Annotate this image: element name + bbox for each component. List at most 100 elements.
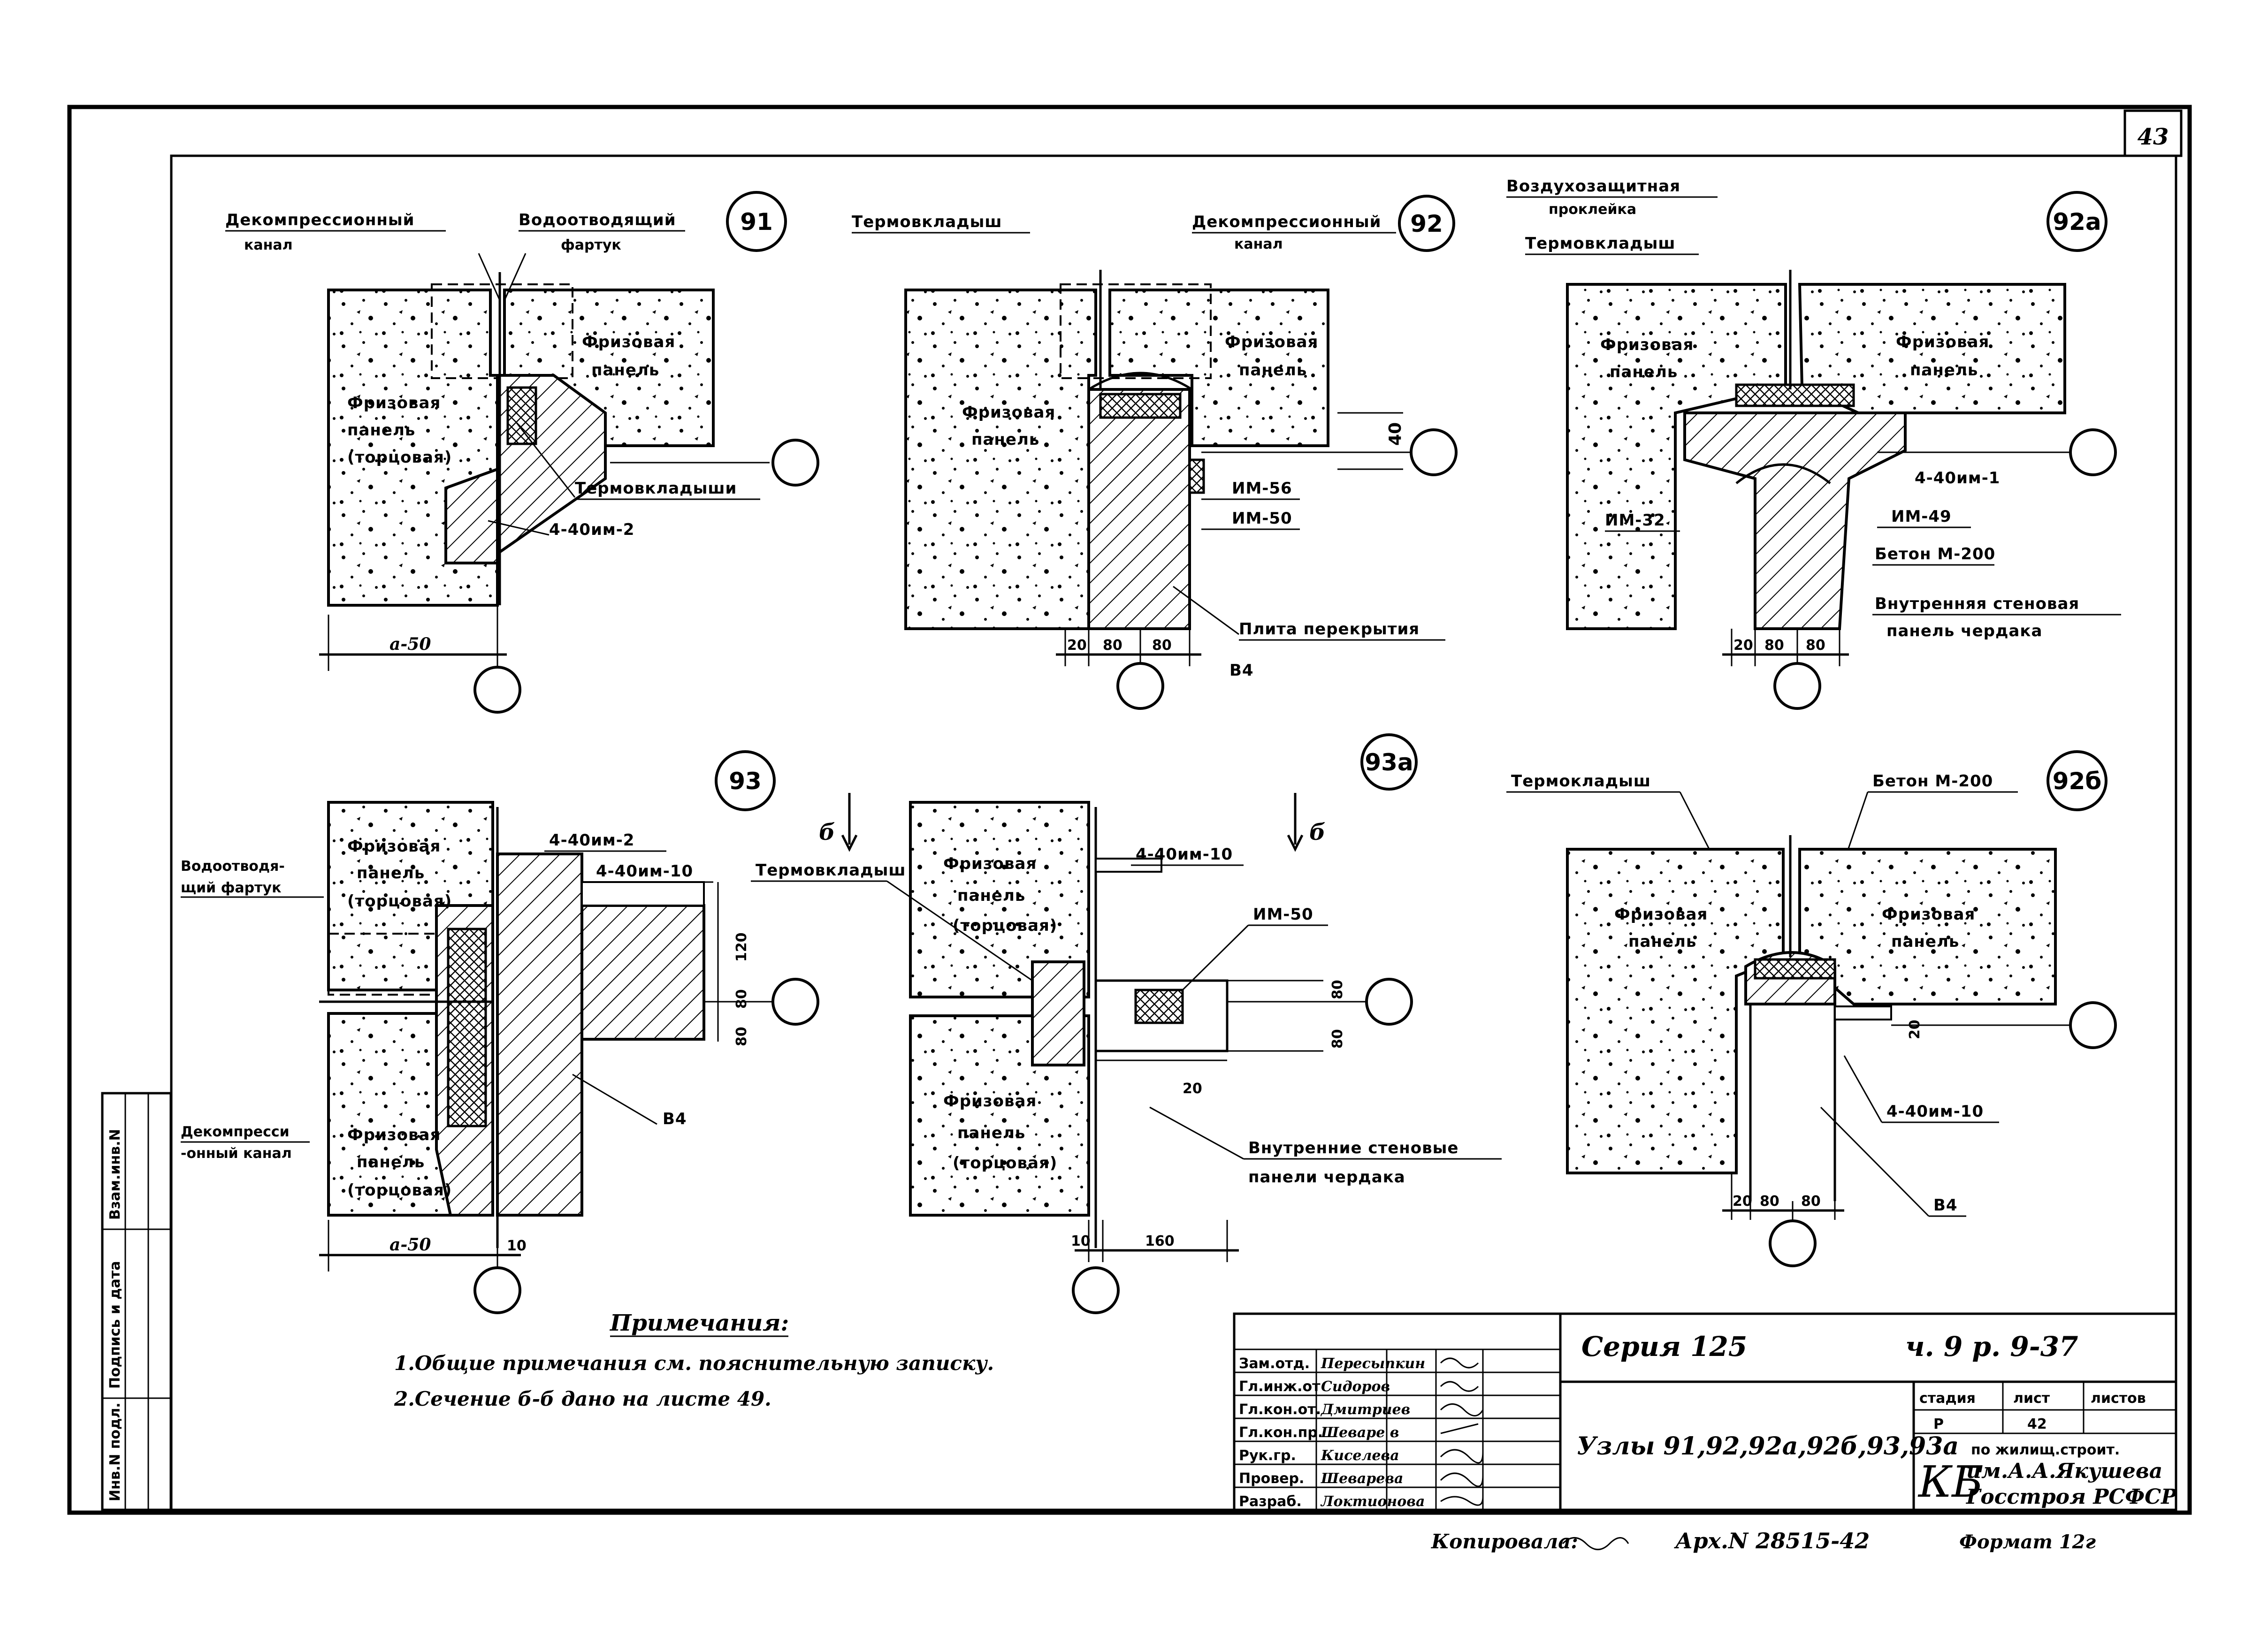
label-thermal-insert: Термовкладыш bbox=[852, 213, 1002, 231]
label-frieze-l: Фризовая bbox=[1600, 335, 1694, 354]
outer-frame bbox=[67, 105, 2192, 1515]
node-tag: 93а bbox=[1365, 749, 1413, 776]
tb-name-5: Киселева bbox=[1321, 1447, 1399, 1464]
callout-circle bbox=[1365, 978, 1413, 1026]
label-inner-wall: Внутренняя стеновая bbox=[1875, 594, 2079, 613]
dim-20-right: 20 bbox=[1907, 1020, 1923, 1039]
callout-circle bbox=[1769, 1219, 1817, 1267]
label-decompression: Декомпрессионный bbox=[1192, 213, 1382, 231]
tb-role-3: Гл.кон.от. bbox=[1239, 1401, 1321, 1418]
label-air-protective: Воздухозащитная bbox=[1506, 177, 1680, 196]
frieze-panel-left bbox=[904, 289, 1097, 630]
signature-6 bbox=[1440, 1472, 1484, 1487]
archive-number: Арх.N 28515-42 bbox=[1674, 1528, 1870, 1553]
label-frieze-r: Фризовая bbox=[1225, 333, 1318, 351]
dim-80a: 80 bbox=[1760, 1193, 1779, 1210]
node-tag-circle bbox=[1398, 195, 1455, 252]
callout-circle bbox=[1773, 662, 1821, 710]
sheet-footer: Копировала: Арх.N 28515-42 Формат 12г bbox=[1431, 1528, 2096, 1553]
label-gluing: проклейка bbox=[1549, 201, 1636, 218]
dim-80a: 80 bbox=[1764, 637, 1784, 654]
dim-80: 80 bbox=[733, 989, 750, 1009]
dim-a-50: а-50 bbox=[389, 634, 431, 654]
label-frieze: Фризовая bbox=[943, 854, 1037, 873]
tb-name-2: Сидоров bbox=[1321, 1378, 1390, 1395]
node-tag-circle bbox=[1360, 733, 1418, 791]
dim-80: 80 bbox=[1329, 980, 1346, 999]
signature-4 bbox=[1440, 1423, 1479, 1434]
tb-name-7: Локтионова bbox=[1320, 1493, 1425, 1510]
label-inner-walls: Внутренние стеновые bbox=[1248, 1139, 1458, 1157]
node-tag: 92б bbox=[2053, 768, 2102, 795]
node-92b: 92б Термокладыш Бетон М-200 Фризовая пан… bbox=[1506, 750, 2117, 1267]
tb-org-2: им.А.А.Якушева bbox=[1966, 1459, 2162, 1483]
label-frieze: Фризовая bbox=[347, 837, 441, 856]
dim-10: 10 bbox=[1071, 1233, 1091, 1249]
notes-title: Примечания: bbox=[609, 1310, 789, 1336]
node-92a: 92а Воздухозащитная проклейка Термовклад… bbox=[1506, 177, 2121, 710]
label-drain-apron: Водоотводящий bbox=[519, 211, 676, 229]
callout-circle bbox=[473, 666, 521, 714]
tb-sheets-label: листов bbox=[2091, 1390, 2146, 1407]
signature-1 bbox=[1440, 1357, 1479, 1369]
label-v4: В4 bbox=[1229, 661, 1254, 680]
label-frieze-l: Фризовая bbox=[1614, 905, 1708, 924]
node-92: 92 Термовкладыш Декомпрессионный канал Ф… bbox=[852, 195, 1458, 710]
dim-20: 20 bbox=[1183, 1081, 1202, 1097]
format-label: Формат 12г bbox=[1959, 1531, 2096, 1553]
node-93: 93 Фризовая панель (торцовая) Водоотводя… bbox=[181, 750, 819, 1314]
callout-circle bbox=[1410, 428, 1458, 476]
signature-3 bbox=[1440, 1403, 1484, 1416]
inner-frame bbox=[170, 154, 2177, 1511]
dim-80b: 80 bbox=[1329, 1029, 1346, 1049]
tb-name-1: Пересыпкин bbox=[1321, 1355, 1425, 1372]
stamp-inv-number: Инв.N подл. bbox=[107, 1402, 123, 1501]
tb-title: Узлы 91,92,92а,92б,93,93а bbox=[1577, 1432, 1959, 1461]
label-panel-b: панель bbox=[957, 1124, 1025, 1142]
dim-a-50: а-50 bbox=[389, 1235, 431, 1255]
label-thermal-insert: Термовкладыш bbox=[756, 861, 906, 880]
label-im-10: 4-40им-10 bbox=[596, 862, 693, 881]
side-stamp: Инв.N подл. Подпись и дата Взам.инв.N bbox=[101, 1092, 172, 1511]
label-im-10: 4-40им-10 bbox=[1886, 1102, 1984, 1121]
tb-stage: Р bbox=[1933, 1416, 1944, 1432]
label-frieze-end: Фризовая bbox=[347, 394, 441, 412]
label-panel-b: панель bbox=[357, 1153, 425, 1172]
tb-role-7: Разраб. bbox=[1239, 1493, 1302, 1510]
node-tag-circle bbox=[726, 191, 787, 252]
label-frieze-r: Фризовая bbox=[1896, 333, 1989, 351]
label-im-32: ИМ-32 bbox=[1605, 511, 1665, 530]
dim-20: 20 bbox=[1733, 1193, 1752, 1210]
section-mark-right: б bbox=[1309, 819, 1326, 845]
label-end-b: (торцовая) bbox=[953, 1154, 1057, 1172]
tb-series: Серия 125 bbox=[1581, 1331, 1747, 1363]
label-frieze: Фризовая bbox=[582, 333, 675, 351]
dim-40: 40 bbox=[1386, 422, 1405, 446]
node-tag: 92а bbox=[2053, 208, 2101, 236]
tb-role-1: Зам.отд. bbox=[1239, 1355, 1310, 1372]
frieze-panel-left bbox=[1566, 848, 1785, 1174]
label-frieze-b: Фризовая bbox=[347, 1126, 441, 1144]
tb-org-3: Госстроя РСФСР bbox=[1965, 1485, 2177, 1509]
callout-circle bbox=[473, 1266, 521, 1314]
dim-10: 10 bbox=[507, 1238, 527, 1254]
label-panel-l: панель bbox=[971, 430, 1039, 449]
label-im-1: 4-40им-1 bbox=[1915, 469, 2000, 487]
label-thermal-insert: Термовкладыш bbox=[1525, 234, 1676, 253]
label-channel: канал bbox=[244, 237, 293, 253]
callout-circle bbox=[771, 439, 819, 487]
callout-circle bbox=[1072, 1266, 1120, 1314]
signature-7 bbox=[1440, 1496, 1484, 1506]
sheet-number-box bbox=[2123, 109, 2183, 157]
label-frieze-end-type: (торцовая) bbox=[347, 448, 452, 467]
tb-org-kb: КБ bbox=[1917, 1457, 1984, 1507]
signature-5 bbox=[1440, 1449, 1484, 1464]
node-93a: 93а б б Термовкладыш Фризовая панель (то… bbox=[751, 733, 1502, 1314]
copied-by-signature bbox=[1562, 1537, 1629, 1550]
label-panel-r: панель bbox=[1910, 361, 1978, 380]
node-tag-circle bbox=[2046, 191, 2108, 252]
stamp-signature-date: Подпись и дата bbox=[107, 1261, 123, 1389]
label-decompression-channel: Декомпрессионный bbox=[225, 211, 415, 229]
label-im-2: 4-40им-2 bbox=[549, 831, 634, 850]
tb-role-6: Провер. bbox=[1239, 1470, 1304, 1487]
